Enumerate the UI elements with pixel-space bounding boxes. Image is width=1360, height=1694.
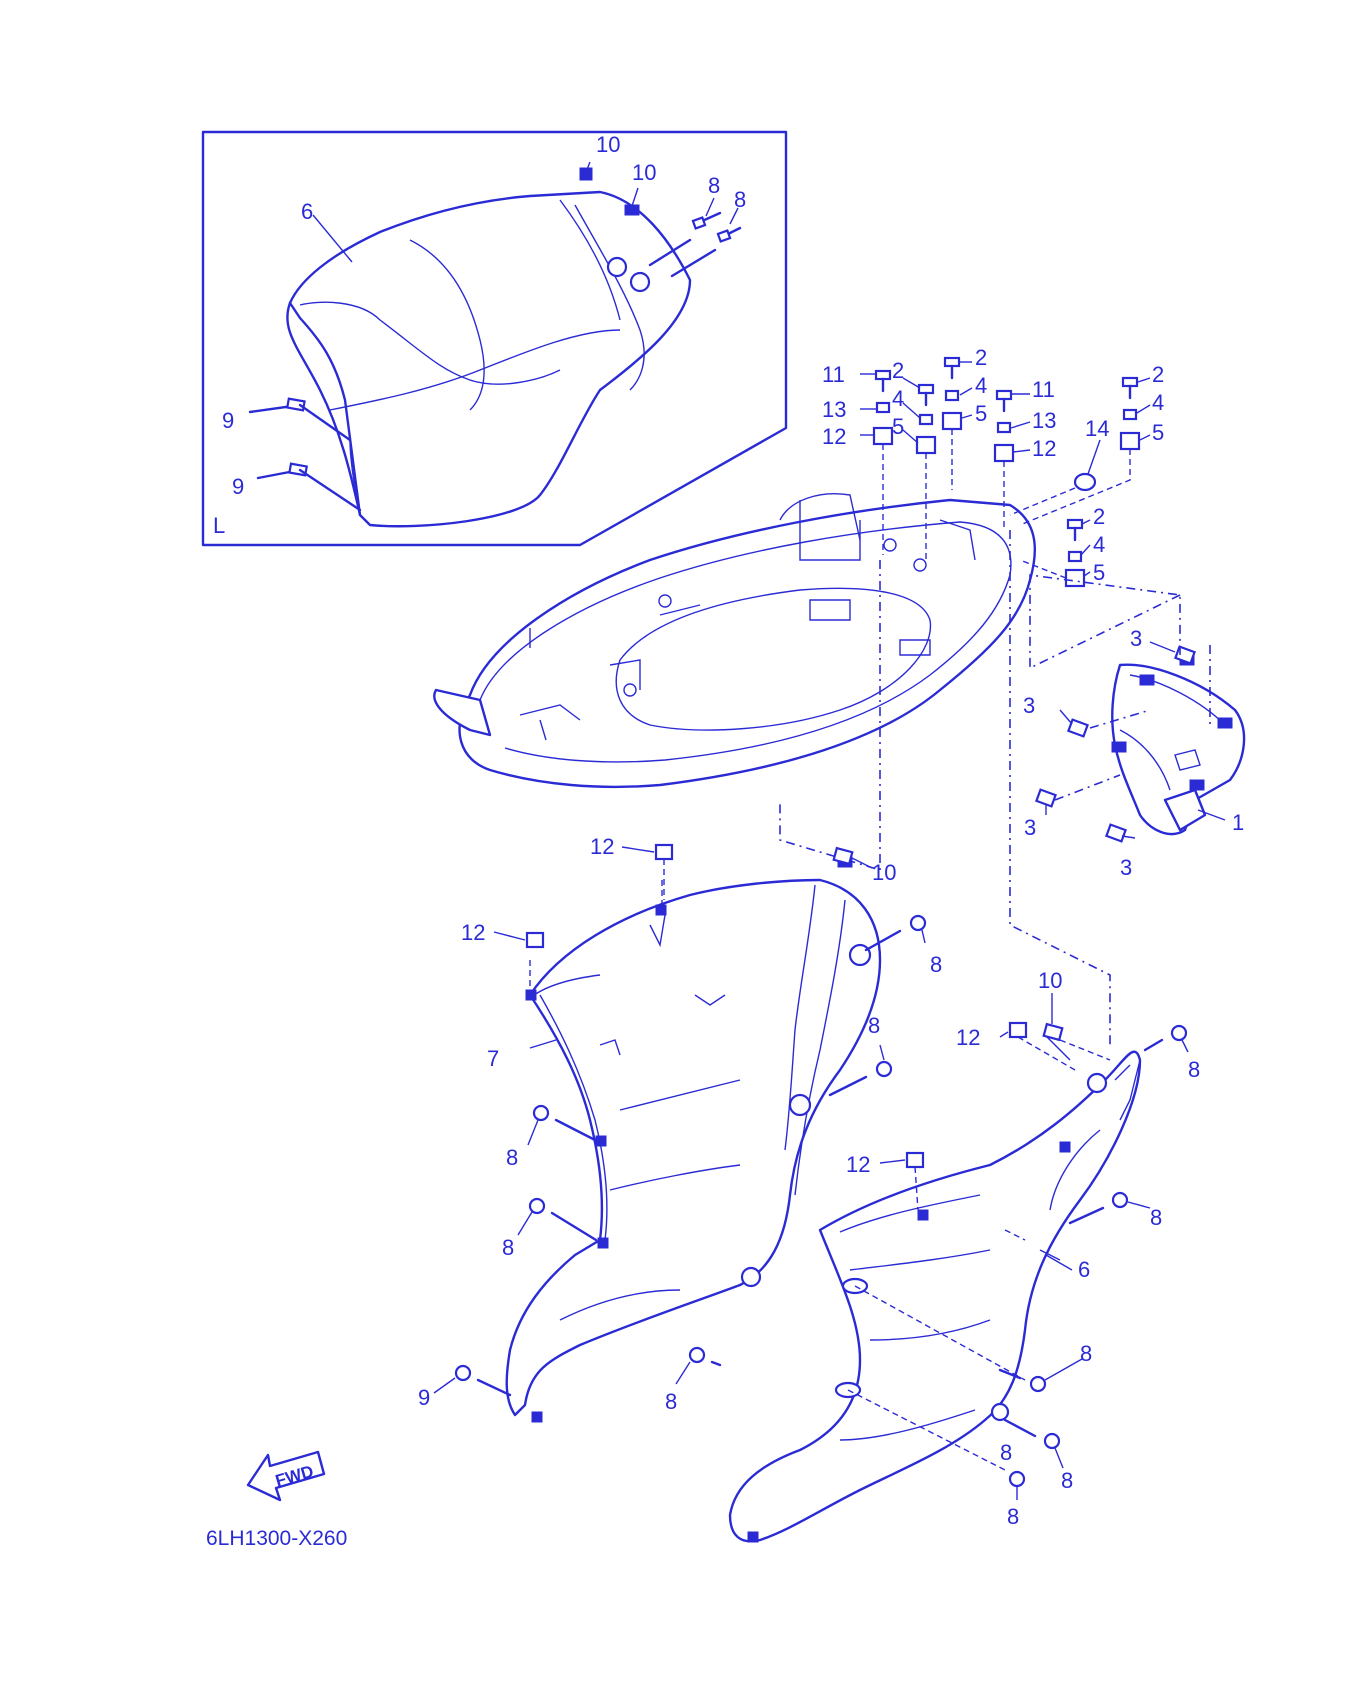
callout-4-b: 4 [975,373,987,398]
callout-11-a: 11 [822,362,845,387]
callout-10-c: 10 [872,860,896,885]
callout-6-inset: 6 [301,199,313,224]
callout-8-l: 8 [1007,1504,1019,1529]
callout-8-g: 8 [665,1389,677,1414]
callout-9-inset-b: 9 [232,474,244,499]
bracket-part-1: 3 3 3 3 1 [1023,574,1246,880]
callout-2-b: 2 [975,345,987,370]
callout-13-b: 13 [1032,408,1056,433]
callout-10-inset-a: 10 [596,132,620,157]
callout-9-inset-a: 9 [222,408,234,433]
callout-5-d: 5 [1093,560,1105,585]
callout-8-c: 8 [930,952,942,977]
callout-7: 7 [487,1046,499,1071]
mounting-hardware-stacks: 11 13 12 2 4 5 2 4 5 11 13 12 2 4 5 14 2… [822,345,1164,588]
callout-9-c: 9 [418,1385,430,1410]
callout-3-d: 3 [1130,626,1142,651]
callout-8-i: 8 [1150,1205,1162,1230]
callout-8-m: 8 [1000,1440,1012,1465]
callout-8-inset-a: 8 [708,173,720,198]
callout-13-a: 13 [822,397,846,422]
callout-6-lower: 6 [1078,1257,1090,1282]
fwd-arrow: FWD [246,1450,326,1502]
lower-cowling-part-6 [728,1034,1142,1543]
callout-8-inset-b: 8 [734,187,746,212]
callout-12-e: 12 [956,1025,980,1050]
callout-11-b: 11 [1032,377,1055,402]
callout-5-a: 5 [892,414,904,439]
callout-3-c: 3 [1120,855,1132,880]
callout-2-d: 2 [1093,504,1105,529]
callout-8-f: 8 [502,1235,514,1260]
callout-4-c: 4 [1152,390,1164,415]
callout-8-k: 8 [1061,1468,1073,1493]
drawing-code: 6LH1300-X260 [206,1527,347,1550]
grommet-12-top [654,843,674,861]
fasteners: 12 12 10 7 8 8 8 8 8 9 10 12 12 8 8 6 8 … [418,834,1200,1529]
callout-8-j: 8 [1080,1341,1092,1366]
callout-2-c: 2 [1152,362,1164,387]
callout-1: 1 [1232,810,1244,835]
callout-12-d: 12 [461,920,485,945]
callout-12-f: 12 [846,1152,870,1177]
callout-12-c: 12 [590,834,614,859]
bottom-cowling-tray [433,493,1037,789]
callout-8-e: 8 [506,1145,518,1170]
inset-tag: L [213,513,225,538]
callout-8-d: 8 [868,1013,880,1038]
callout-5-b: 5 [975,401,987,426]
callout-4-a: 4 [892,386,904,411]
callout-14: 14 [1085,416,1109,441]
callout-2-a: 2 [892,358,904,383]
callout-3-a: 3 [1023,693,1035,718]
callout-8-h: 8 [1188,1057,1200,1082]
lower-cowling-part-7 [505,856,882,1423]
callout-4-d: 4 [1093,532,1105,557]
callout-5-c: 5 [1152,420,1164,445]
callout-12-b: 12 [1032,436,1056,461]
callout-10-d: 10 [1038,968,1062,993]
callout-3-b: 3 [1024,815,1036,840]
inset-left-view: L 6 10 10 8 8 [201,130,788,547]
callout-10-inset-b: 10 [632,160,656,185]
callout-12-a: 12 [822,424,846,449]
